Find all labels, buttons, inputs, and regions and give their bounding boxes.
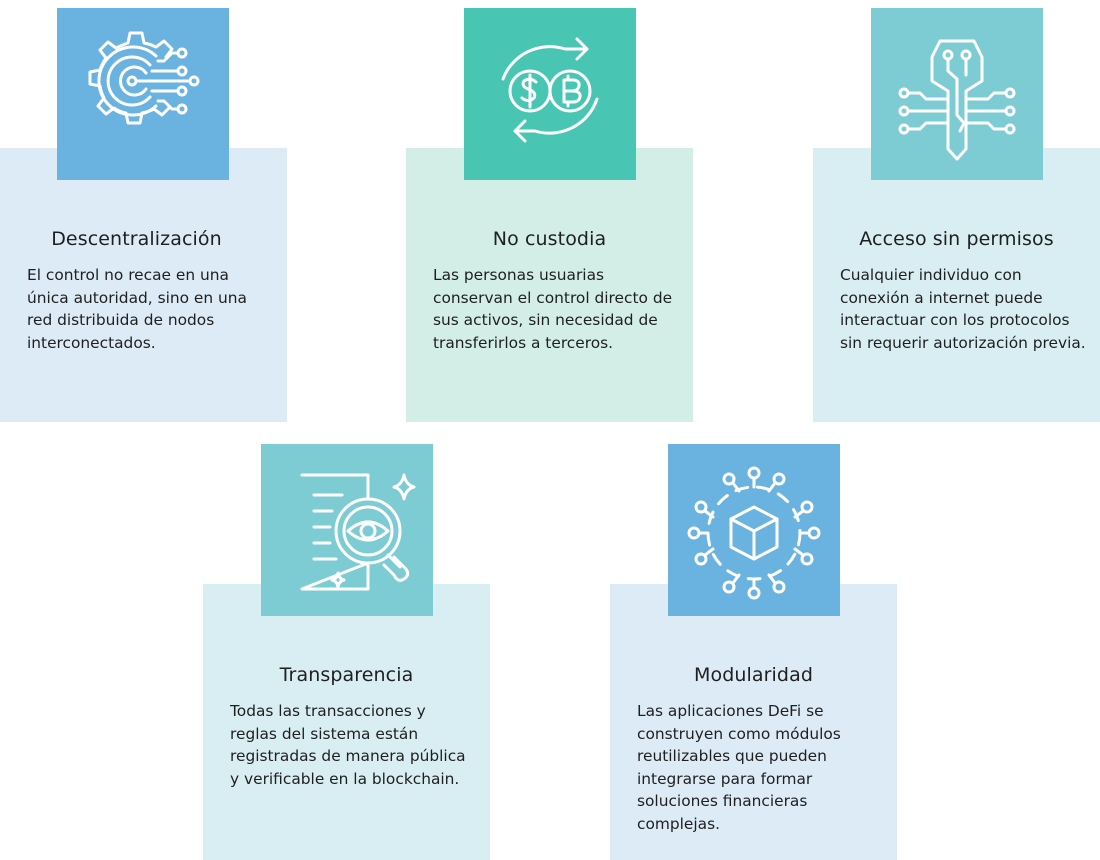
document-eye-magnifier-icon bbox=[300, 473, 416, 591]
card-transparencia: Transparencia Todas las transacciones y … bbox=[203, 444, 490, 860]
card-background bbox=[610, 584, 897, 860]
card-description: Todas las transacciones y reglas del sis… bbox=[230, 702, 466, 788]
card-description: Cualquier individuo con conexión a inter… bbox=[840, 266, 1086, 352]
card-background bbox=[406, 148, 693, 422]
card-title: Descentralización bbox=[51, 228, 222, 250]
icon-tile bbox=[464, 8, 636, 180]
icon-tile bbox=[261, 444, 433, 616]
icon-tile bbox=[871, 8, 1043, 180]
card-description: El control no recae en una única autorid… bbox=[27, 266, 247, 352]
card-background bbox=[203, 584, 490, 860]
card-description: Las aplicaciones DeFi se construyen como… bbox=[637, 702, 841, 833]
card-title: No custodia bbox=[492, 228, 607, 250]
card-title: Transparencia bbox=[279, 664, 414, 686]
cube-network-icon bbox=[687, 466, 821, 600]
card-title: Modularidad bbox=[694, 664, 813, 686]
icon-tile bbox=[668, 444, 840, 616]
card-no-custodia: No custodia Las personas usuarias conser… bbox=[406, 8, 693, 422]
icon-tile bbox=[57, 8, 229, 180]
card-descentralizacion: Descentralización El control no recae en… bbox=[0, 8, 287, 422]
card-acceso-sin-permisos: Acceso sin permisos Cualquier individuo … bbox=[813, 8, 1100, 422]
card-modularidad: Modularidad Las aplicaciones DeFi se con… bbox=[610, 444, 897, 860]
card-description: Las personas usuarias conservan el contr… bbox=[433, 266, 673, 352]
card-background bbox=[0, 148, 287, 422]
circuit-key-icon bbox=[898, 39, 1016, 161]
gear-circuit-icon bbox=[88, 31, 200, 125]
card-title: Acceso sin permisos bbox=[859, 228, 1054, 250]
currency-exchange-icon bbox=[501, 37, 599, 143]
card-background bbox=[813, 148, 1100, 422]
